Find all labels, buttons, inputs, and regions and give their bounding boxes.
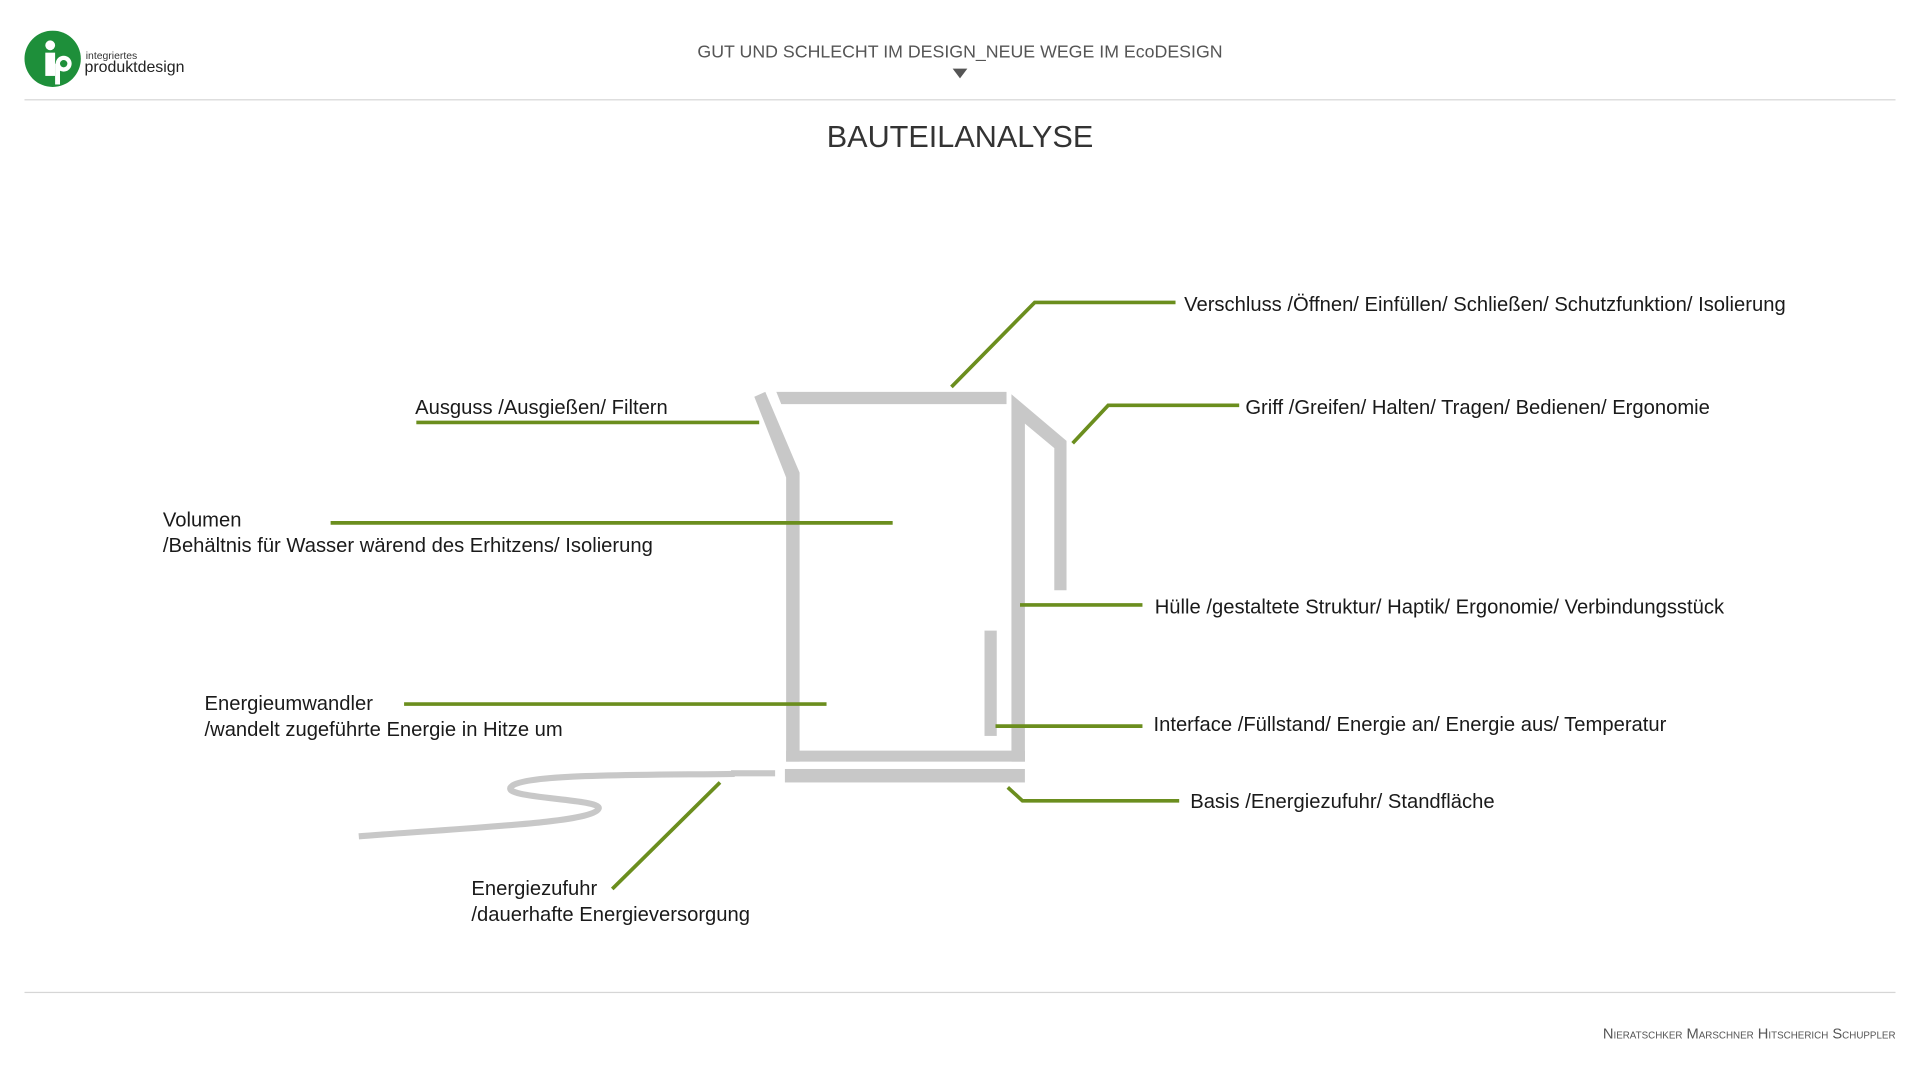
label-energieumwandler-desc: /wandelt zugeführte Energie in Hitze um (204, 718, 563, 741)
kettle-bottom (786, 750, 1025, 762)
label-interface: Interface /Füllstand/ Energie an/ Energi… (1153, 713, 1667, 736)
label-energiezufuhr-title: Energiezufuhr (471, 877, 598, 901)
logo: integriertes produktdesign (24, 30, 195, 87)
label-volumen-title: Volumen (162, 509, 242, 532)
leader-verschluss (950, 300, 1176, 389)
label-basis: Basis /Energiezufuhr/ Standfläche (1190, 791, 1495, 814)
label-griff: Griff /Greifen/ Halten/ Tragen/ Bedienen… (1245, 396, 1710, 419)
label-verschluss: Verschluss /Öffnen/ Einfüllen/ Schließen… (1184, 293, 1786, 316)
kettle-spout (754, 391, 800, 762)
presentation-title: GUT UND SCHLECHT IM DESIGN_NEUE WEGE IM … (697, 42, 1223, 63)
label-energieumwandler-title: Energieumwandler (204, 693, 373, 716)
leader-griff (1071, 403, 1240, 445)
kettle-lid (776, 391, 1007, 405)
footer-authors: Nieratschker Marschner Hitscherich Schup… (1602, 1024, 1896, 1043)
kettle-right-wall-handle (1011, 394, 1067, 762)
footer-divider (24, 991, 1896, 994)
kettle-base (784, 768, 1025, 783)
leader-energiezufuhr (610, 781, 722, 891)
label-ausguss: Ausguss /Ausgießen/ Filtern (415, 396, 668, 419)
logo-small-text: integriertes (85, 48, 138, 62)
caret-down-icon[interactable] (952, 68, 968, 79)
header-divider (24, 99, 1896, 101)
kettle-interface-bar (984, 630, 997, 736)
leader-basis (1006, 785, 1180, 803)
logo-big-text: produktdesign (84, 57, 185, 76)
page-title: BAUTEILANALYSE (826, 120, 1094, 155)
label-energiezufuhr-desc: /dauerhafte Energieversorgung (471, 903, 751, 926)
logo-mark-icon (24, 30, 81, 87)
label-volumen-desc: /Behältnis für Wasser wärend des Erhitze… (162, 535, 653, 558)
label-huelle: Hülle /gestaltete Struktur/ Haptik/ Ergo… (1154, 596, 1725, 619)
power-cord (358, 770, 735, 840)
